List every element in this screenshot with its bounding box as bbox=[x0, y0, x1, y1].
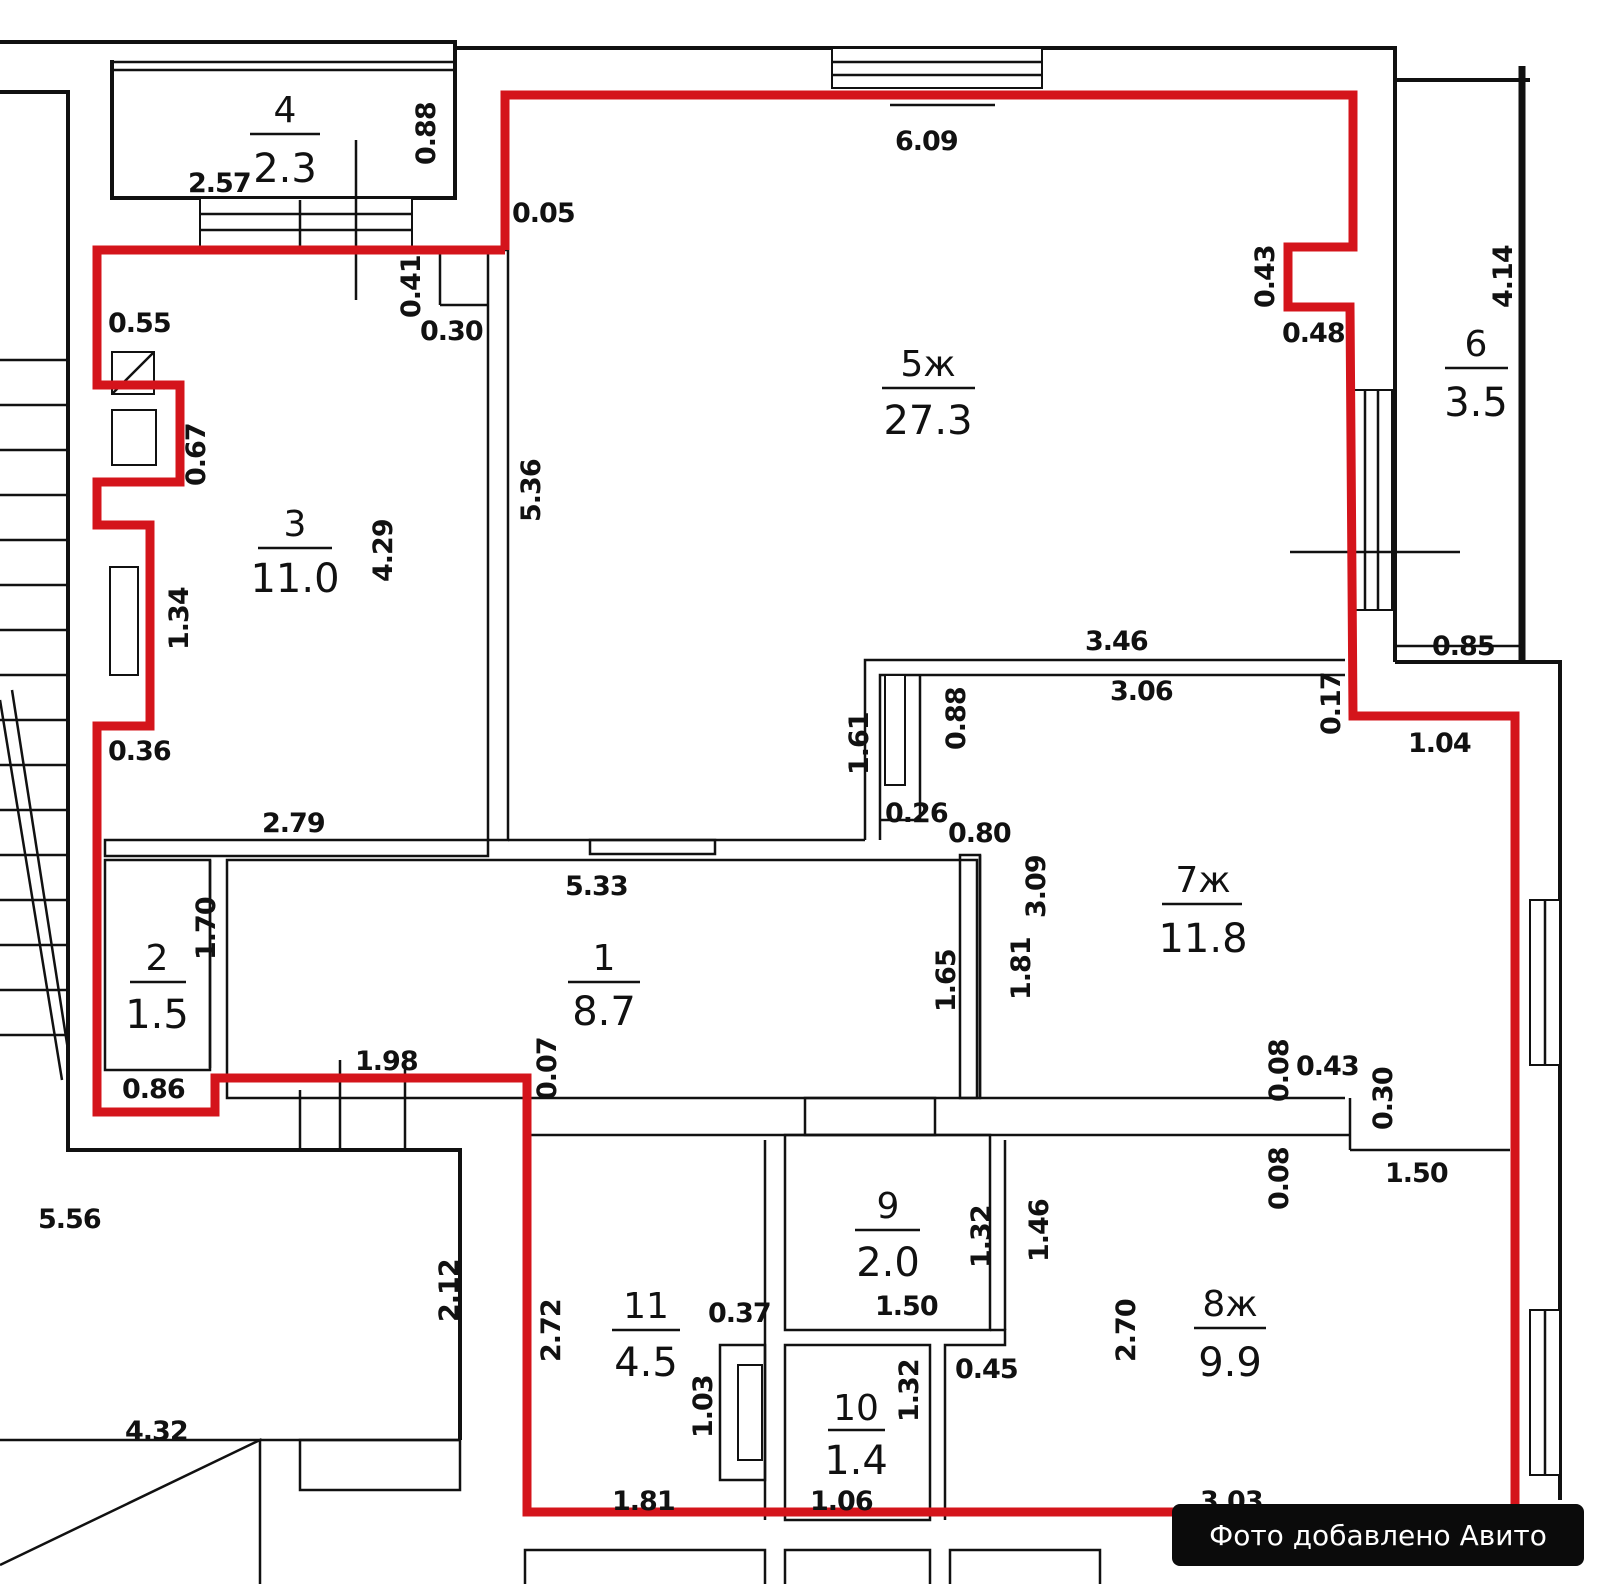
dim-label: 1.50 bbox=[1385, 1158, 1448, 1189]
dim-label: 1.06 bbox=[810, 1486, 873, 1517]
dim-label: 0.88 bbox=[411, 102, 442, 165]
dim-label: 0.67 bbox=[181, 423, 212, 486]
dim-label: 0.17 bbox=[1316, 672, 1347, 735]
apartment-outline bbox=[92, 90, 1520, 1517]
watermark-text: Фото добавлено Авито bbox=[1209, 1518, 1547, 1552]
dim-label: 0.37 bbox=[708, 1298, 771, 1329]
room-label-4: 4 2.3 bbox=[250, 90, 320, 192]
room-label-1: 1 8.7 bbox=[568, 938, 640, 1035]
svg-text:4.5: 4.5 bbox=[614, 1340, 678, 1386]
avito-watermark-badge: Фото добавлено Авито bbox=[1172, 1504, 1584, 1566]
dim-label: 0.43 bbox=[1250, 245, 1281, 308]
dim-label: 0.07 bbox=[532, 1037, 563, 1100]
room-label-5: 5ж 27.3 bbox=[882, 344, 975, 444]
dim-label: 4.14 bbox=[1488, 245, 1519, 308]
svg-text:3.5: 3.5 bbox=[1444, 380, 1508, 426]
dim-label: 1.81 bbox=[1006, 937, 1037, 1000]
dim-label: 0.41 bbox=[396, 255, 427, 318]
dim-label: 3.06 bbox=[1110, 676, 1173, 707]
dim-label: 3.46 bbox=[1085, 626, 1148, 657]
dim-label: 4.32 bbox=[125, 1416, 188, 1447]
svg-text:2.0: 2.0 bbox=[856, 1240, 920, 1286]
dim-label: 5.33 bbox=[565, 871, 628, 902]
dim-label: 0.26 bbox=[885, 798, 948, 829]
dim-label: 1.98 bbox=[355, 1046, 418, 1077]
svg-text:9.9: 9.9 bbox=[1198, 1340, 1262, 1386]
dim-label: 1.04 bbox=[1408, 728, 1471, 759]
interior-partitions bbox=[103, 103, 1561, 1522]
room-label-10: 10 1.4 bbox=[824, 1388, 888, 1484]
room-label-8: 8ж 9.9 bbox=[1194, 1284, 1266, 1386]
building-walls bbox=[0, 40, 1562, 1584]
svg-text:4: 4 bbox=[274, 90, 297, 131]
dim-label: 5.56 bbox=[38, 1204, 101, 1235]
svg-text:1.5: 1.5 bbox=[125, 992, 189, 1038]
dim-label: 2.12 bbox=[434, 1259, 465, 1322]
svg-text:9: 9 bbox=[877, 1186, 900, 1227]
dim-label: 0.43 bbox=[1296, 1051, 1359, 1082]
svg-text:7ж: 7ж bbox=[1175, 860, 1230, 901]
room-labels: 1 8.7 2 1.5 3 11.0 4 2.3 5ж 27.3 6 3.5 bbox=[125, 90, 1508, 1484]
room-label-6: 6 3.5 bbox=[1444, 324, 1508, 426]
svg-text:1.4: 1.4 bbox=[824, 1438, 888, 1484]
dim-label: 5.36 bbox=[516, 459, 547, 522]
svg-text:10: 10 bbox=[833, 1388, 879, 1429]
dim-label: 2.70 bbox=[1111, 1299, 1142, 1362]
svg-text:27.3: 27.3 bbox=[883, 398, 972, 444]
svg-text:11.8: 11.8 bbox=[1158, 916, 1247, 962]
dim-label: 0.08 bbox=[1264, 1039, 1295, 1102]
dim-label: 1.32 bbox=[894, 1359, 925, 1422]
dim-label: 4.29 bbox=[368, 519, 399, 582]
dim-label: 0.36 bbox=[108, 736, 171, 767]
dim-label: 0.30 bbox=[1368, 1067, 1399, 1130]
room-label-3: 3 11.0 bbox=[250, 504, 339, 602]
dim-label: 1.03 bbox=[688, 1375, 719, 1438]
dim-label: 1.34 bbox=[164, 587, 195, 650]
dim-label: 0.86 bbox=[122, 1074, 185, 1105]
dim-label: 0.30 bbox=[420, 316, 483, 347]
room-label-7: 7ж 11.8 bbox=[1158, 860, 1247, 962]
dim-label: 0.05 bbox=[512, 198, 575, 229]
svg-text:3: 3 bbox=[284, 504, 307, 545]
dim-label: 2.72 bbox=[536, 1299, 567, 1362]
room-label-2: 2 1.5 bbox=[125, 938, 189, 1038]
dim-label: 1.65 bbox=[931, 949, 962, 1012]
room-label-11: 11 4.5 bbox=[612, 1286, 680, 1386]
svg-text:5ж: 5ж bbox=[900, 344, 955, 385]
dim-label: 1.50 bbox=[875, 1291, 938, 1322]
svg-text:2.3: 2.3 bbox=[253, 146, 317, 192]
svg-text:8.7: 8.7 bbox=[572, 989, 636, 1035]
svg-text:8ж: 8ж bbox=[1202, 1284, 1257, 1325]
dim-label: 0.45 bbox=[955, 1354, 1018, 1385]
dim-label: 2.57 bbox=[188, 168, 251, 199]
dim-label: 0.48 bbox=[1282, 318, 1345, 349]
svg-text:6: 6 bbox=[1465, 324, 1488, 365]
dim-label: 1.32 bbox=[966, 1205, 997, 1268]
dim-label: 1.61 bbox=[844, 712, 875, 775]
dimension-labels: 6.09 0.88 2.57 0.05 0.41 0.30 0.55 0.67 … bbox=[38, 102, 1519, 1517]
svg-text:11: 11 bbox=[623, 1286, 669, 1327]
dim-label: 3.09 bbox=[1021, 855, 1052, 918]
dim-label: 0.85 bbox=[1432, 631, 1495, 662]
svg-text:11.0: 11.0 bbox=[250, 556, 339, 602]
svg-text:1: 1 bbox=[593, 938, 616, 979]
dim-label: 1.70 bbox=[191, 897, 222, 960]
room-label-9: 9 2.0 bbox=[855, 1186, 920, 1286]
dim-label: 2.79 bbox=[262, 808, 325, 839]
dim-label: 6.09 bbox=[895, 126, 958, 157]
dim-label: 1.81 bbox=[612, 1486, 675, 1517]
dim-label: 0.88 bbox=[941, 687, 972, 750]
svg-text:2: 2 bbox=[146, 938, 169, 979]
stair-treads bbox=[0, 358, 70, 1081]
dim-label: 0.55 bbox=[108, 308, 171, 339]
dim-label: 1.46 bbox=[1024, 1199, 1055, 1262]
dim-label: 0.80 bbox=[948, 818, 1011, 849]
dim-label: 0.08 bbox=[1264, 1147, 1295, 1210]
